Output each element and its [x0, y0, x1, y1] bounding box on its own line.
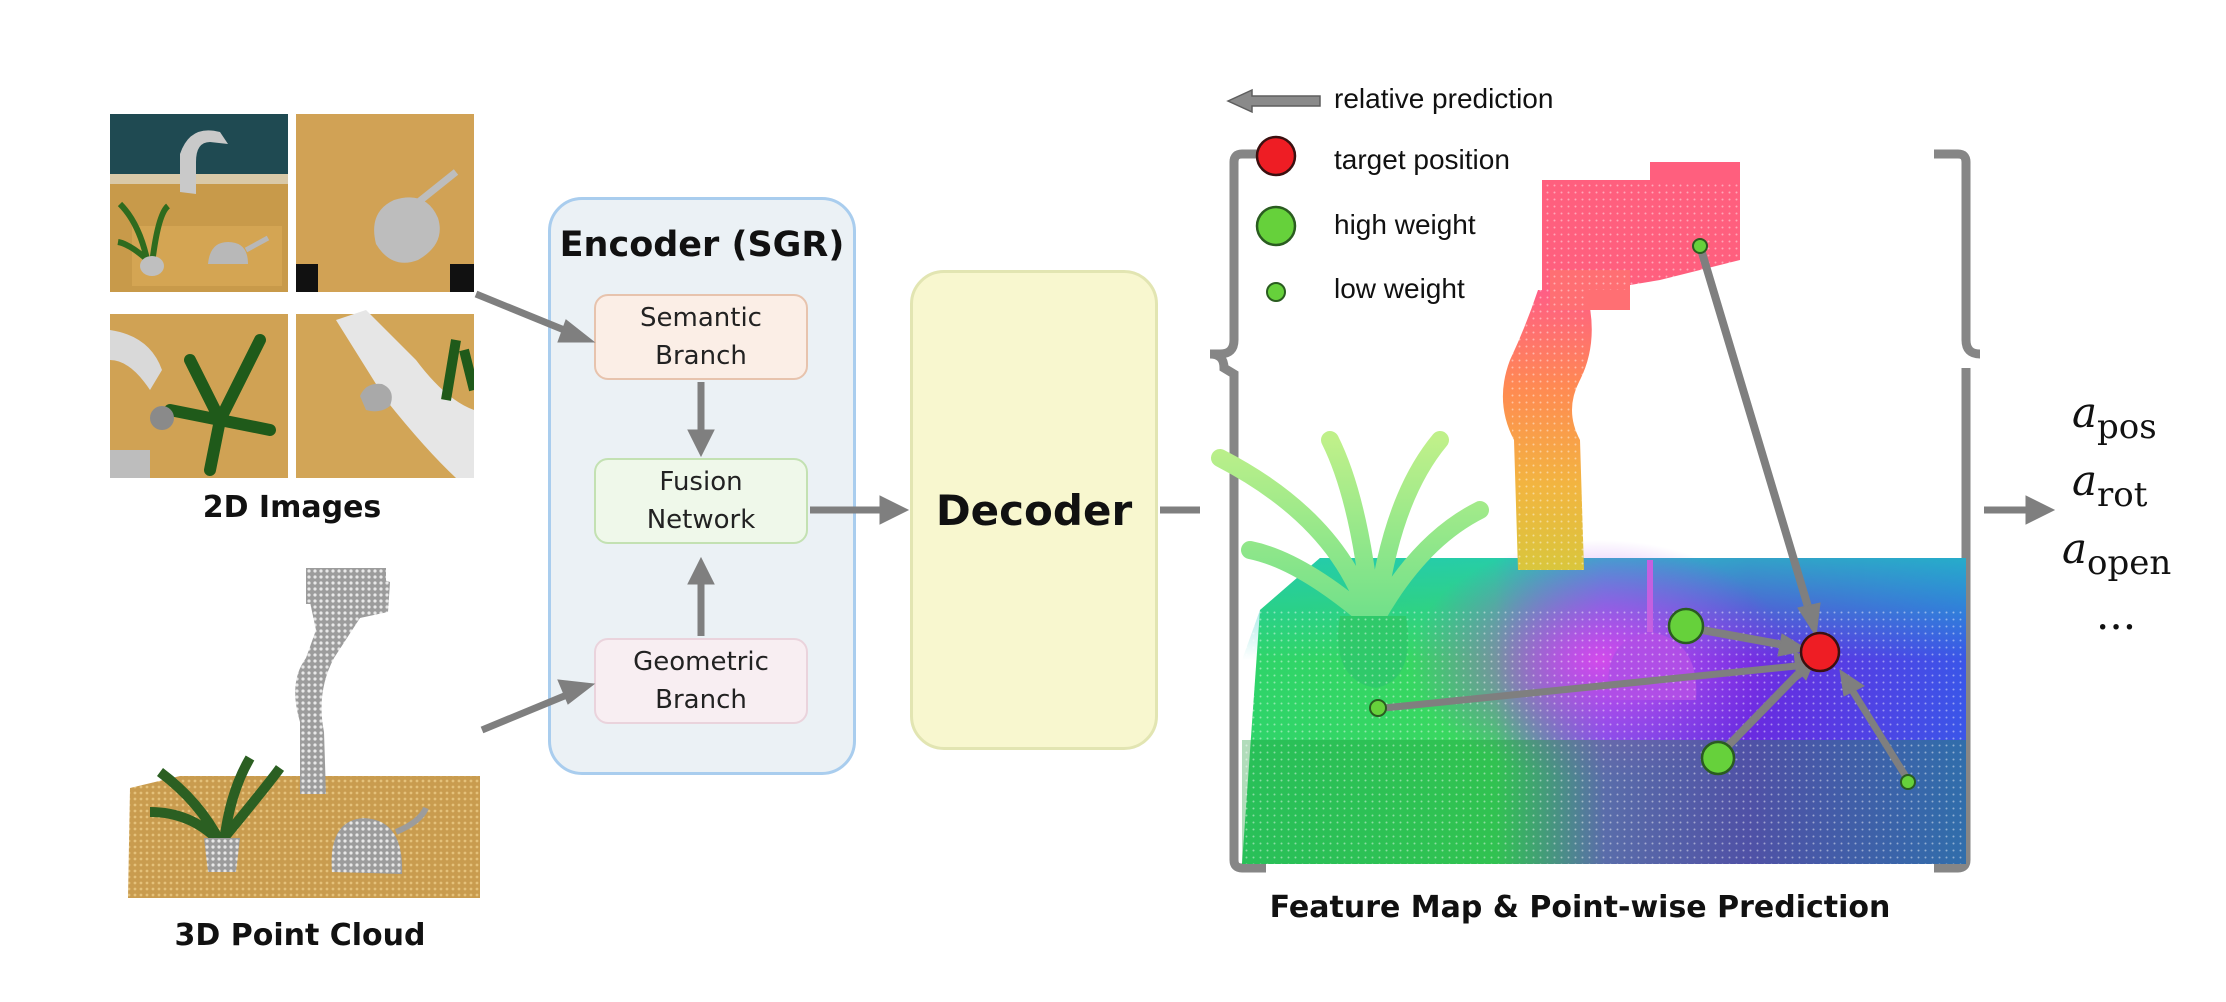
images-caption: 2D Images [202, 490, 382, 525]
relative-prediction-arrow-icon [1226, 88, 1321, 114]
low-weight-point-plant [1369, 699, 1387, 717]
output-a-open: aopen [2062, 524, 2172, 583]
output-a-pos: apos [2072, 388, 2157, 447]
legend-low-weight: low weight [1334, 273, 1465, 304]
decoder-box: Decoder [910, 270, 1158, 750]
low-weight-icon [1266, 282, 1286, 302]
image-tile-closeup-can [296, 114, 474, 292]
high-weight-point-can [1667, 607, 1705, 645]
feature-map-caption: Feature Map & Point-wise Prediction [1269, 890, 1891, 925]
legend-relative-prediction: relative prediction [1334, 83, 1554, 114]
image-tile-overview [110, 114, 288, 292]
image-tile-plant-top [110, 300, 288, 478]
pointcloud-caption: 3D Point Cloud [174, 918, 426, 953]
decoder-label: Decoder [935, 485, 1133, 535]
point-cloud-render [128, 568, 480, 898]
output-ellipsis: ... [2096, 590, 2137, 639]
target-position-point [1799, 631, 1841, 673]
low-weight-point-arm [1692, 238, 1708, 254]
geometric-branch-box: Geometric Branch [594, 638, 808, 724]
image-tile-arm-grasp [296, 300, 474, 478]
high-weight-icon [1255, 205, 1297, 247]
legend-high-weight: high weight [1334, 209, 1476, 240]
semantic-branch-box: Semantic Branch [594, 294, 808, 380]
high-weight-point-table [1700, 740, 1736, 776]
target-position-icon [1255, 135, 1297, 177]
low-weight-point-edge [1900, 774, 1916, 790]
legend-target-position: target position [1334, 144, 1510, 175]
output-a-rot: arot [2072, 456, 2148, 515]
feature-map-render [1209, 149, 1980, 873]
fusion-network-box: Fusion Network [594, 458, 808, 544]
encoder-title: Encoder (SGR) [559, 225, 845, 265]
